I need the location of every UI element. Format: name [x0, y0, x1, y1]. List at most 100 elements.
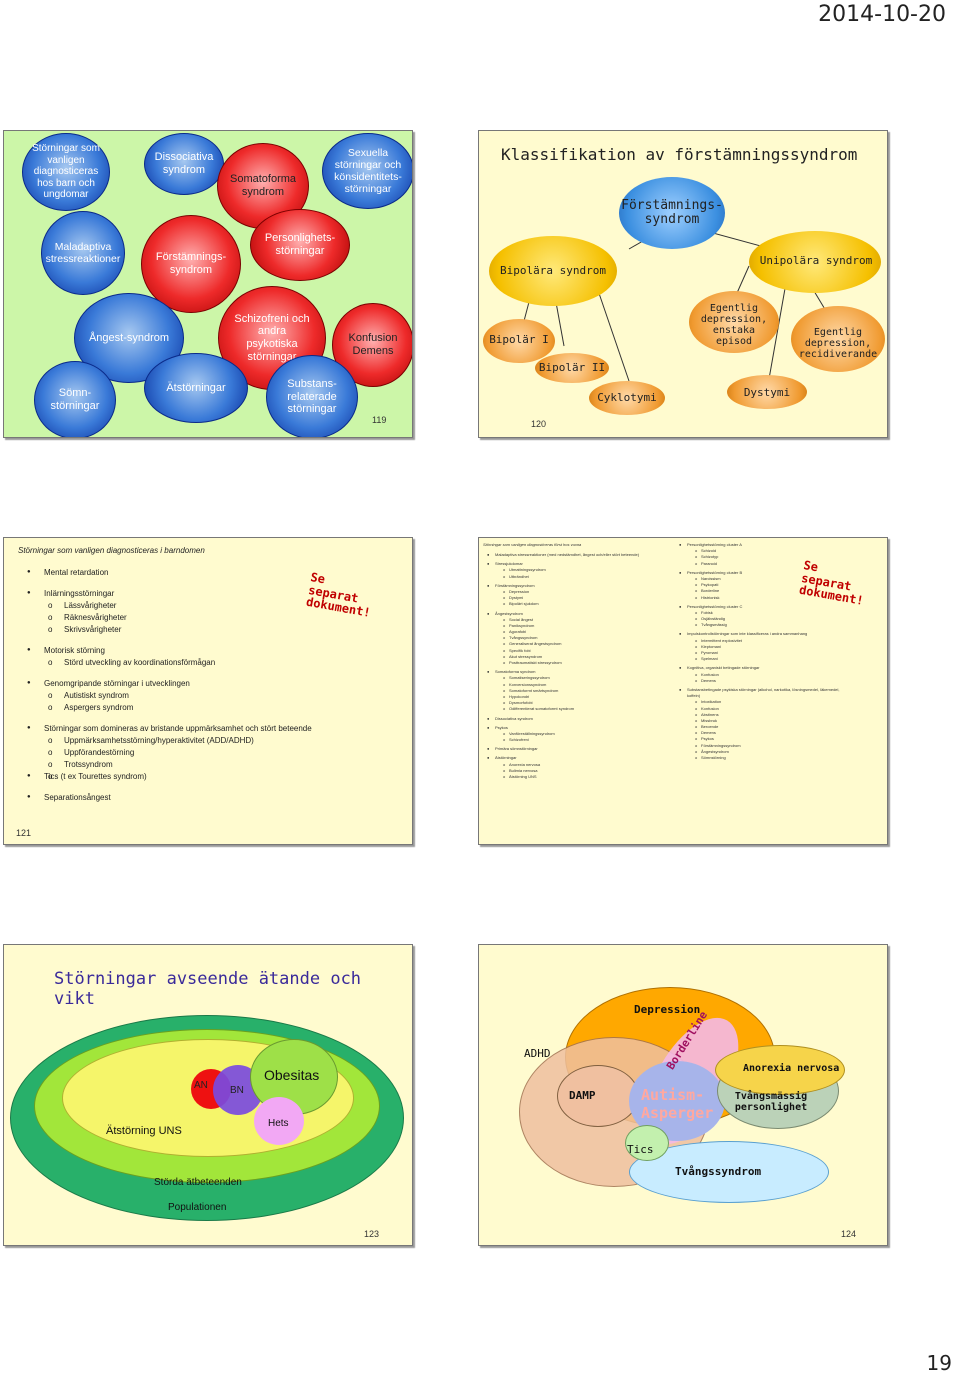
bubble-forstamning: Förstämnings-syndrom [141, 215, 241, 313]
list-subitem: Kleptomani [675, 644, 875, 650]
list-subitem: Aspergers syndrom [18, 703, 358, 712]
label-storda: Störda ätbeteenden [154, 1177, 242, 1188]
label-adhd: ADHD [524, 1047, 551, 1060]
list-subitem: Skrivsvårigheter [18, 625, 358, 634]
slide-number: 121 [16, 828, 32, 838]
list-subitem: Histrionisk [675, 595, 875, 601]
list-item: Ätstörningar [483, 755, 673, 761]
node-bipolar2-label: Bipolär II [538, 361, 606, 374]
label-tics: Tics [627, 1143, 654, 1156]
list-subitem: Beroende [675, 724, 875, 730]
list-subitem: Posttraumatiskt stressyndrom [483, 660, 673, 666]
list-subitem: Demens [675, 730, 875, 736]
list-subitem: Osjälvständig [675, 616, 875, 622]
list-item: Maladaptiva stressreaktioner (med nedstä… [483, 552, 673, 558]
list-subitem: Intoxikation [675, 699, 875, 705]
node-bipolar1 [483, 319, 555, 363]
label-damp: DAMP [569, 1089, 596, 1102]
list-subitem: Social ångest [483, 617, 673, 623]
circle-hets [254, 1097, 304, 1145]
list-subitem: Anorexia nervosa [483, 762, 673, 768]
list-item: Personlighetsstörning cluster C [675, 604, 875, 610]
list-subitem: Tvångsmässig [675, 622, 875, 628]
list-item: Personlighetsstörning cluster A [675, 542, 875, 548]
list-item: Dissociativa syndrom [483, 716, 673, 722]
list-subitem: Räknesvårigheter [18, 613, 358, 622]
list-item: Genomgripande störningar i utvecklingen [18, 679, 358, 688]
list-item: Tics (t ex Tourettes syndrom) [18, 772, 358, 781]
disorder-list: Mental retardationInlärningsstörningarLä… [18, 568, 358, 805]
slide-number: 124 [841, 1229, 857, 1239]
list-item: Ångestsyndrom [483, 611, 673, 617]
list-spacer [18, 637, 358, 643]
list-subitem: Demens [675, 678, 875, 684]
list-item: Förstämningssyndrom [483, 583, 673, 589]
slide-number: 123 [364, 1229, 380, 1239]
node-cyklotymi-label: Cyklotymi [597, 391, 657, 404]
label-tvangssyndrom: Tvångssyndrom [675, 1165, 762, 1178]
list-subitem: Narcissism [675, 576, 875, 582]
list-subitem: Dystymi [483, 595, 673, 601]
list-subitem: Depression [483, 589, 673, 595]
node-root [619, 177, 725, 249]
list-item: koffein) [687, 693, 701, 699]
bubble-barn: Störningar som vanligen diagnosticeras h… [22, 133, 110, 211]
list-item: Stressjukdomar [483, 561, 673, 567]
list-column-1: Maladaptiva stressreaktioner (med nedstä… [483, 552, 673, 780]
list-subitem: Somatiseringssyndrom [483, 675, 673, 681]
label-obesitas: Obesitas [264, 1067, 320, 1083]
node-enstaka [689, 291, 779, 353]
slide-124: Depression ADHD DAMP Borderline Autism-A… [478, 944, 888, 1246]
node-bipolara-label: Bipolära syndrom [500, 264, 606, 277]
slide-120: Klassifikation av förstämningssyndrom Fö… [478, 130, 888, 438]
node-cyklotymi [589, 381, 665, 415]
list-item: Motorisk störning [18, 646, 358, 655]
list-subitem: Lässvårigheter [18, 601, 358, 610]
list-subitem: Borderline [675, 588, 875, 594]
label-hets: Hets [268, 1118, 289, 1129]
bubble-dissociativa: Dissociativa syndrom [144, 133, 224, 195]
list-item: Psykos [483, 725, 673, 731]
list-item: Inlärningsstörningar [18, 589, 358, 598]
ellipse-anorexia [715, 1045, 845, 1095]
list-item: Primära sömnstörningar [483, 746, 673, 752]
list-subitem: Ångestsyndrom [675, 749, 875, 755]
list-subitem: Autistiskt syndrom [18, 691, 358, 700]
node-bipolar1-label: Bipolär I [489, 333, 549, 346]
list-subitem: Utmattningssyndrom [483, 567, 673, 573]
slide-title: Klassifikation av förstämningssyndrom [501, 145, 858, 164]
page-date: 2014-10-20 [818, 2, 946, 27]
slide-119: Störningar som vanligen diagnosticeras h… [3, 130, 413, 438]
ellipse-damp [557, 1065, 639, 1127]
node-root-label: Förstämnings-syndrom [621, 198, 723, 228]
node-dystymi [727, 375, 807, 409]
list-subitem: Störd utveckling av koordinationsförmåga… [18, 658, 358, 667]
list-subitem: Hypokondri [483, 694, 673, 700]
bubble-atstorningar: Ätstörningar [144, 353, 248, 423]
link-unipolara-enstaka [736, 265, 750, 294]
list-subitem: Bipolärt sjukdom [483, 601, 673, 607]
node-bipolar2 [535, 353, 609, 383]
node-dystymi-label: Dystymi [743, 386, 791, 399]
list-subitem: Uppmärksamhetsstörning/hyperaktivitet (A… [18, 736, 358, 745]
label-tvangsmassig: Tvångsmässig personlighet [734, 1091, 808, 1113]
list-subitem: Ätstörning UNS [483, 774, 673, 780]
bubble-maladaptiva: Maladaptiva stressreaktioner [41, 211, 125, 295]
slide-title: Störningar som vanligen diagnosticeras i… [18, 546, 205, 555]
bubble-sexuella: Sexuella störningar och könsidentitets-s… [322, 133, 412, 209]
node-recidiv-label: Egentlig depression, recidiverande [798, 327, 878, 360]
list-subitem: Missbruk [675, 718, 875, 724]
list-subitem: Dysmorfofobi [483, 700, 673, 706]
slide-number: 120 [531, 419, 547, 429]
list-spacer [18, 580, 358, 586]
node-unipolara [749, 231, 881, 293]
label-uns: Ätstörning UNS [106, 1125, 182, 1137]
list-subitem: Paranoid [675, 561, 875, 567]
list-subitem: Förstämningssyndrom [675, 743, 875, 749]
label-autism: Autism-Asperger [641, 1086, 714, 1122]
list-subitem: Somatoformt smärtsyndrom [483, 688, 673, 694]
node-bipolara [489, 236, 617, 306]
list-subitem: Specifik fobi [483, 648, 673, 654]
list-item: Substansbetingade psykiska störningar (a… [675, 687, 875, 693]
list-subitem: Konfusion [675, 706, 875, 712]
